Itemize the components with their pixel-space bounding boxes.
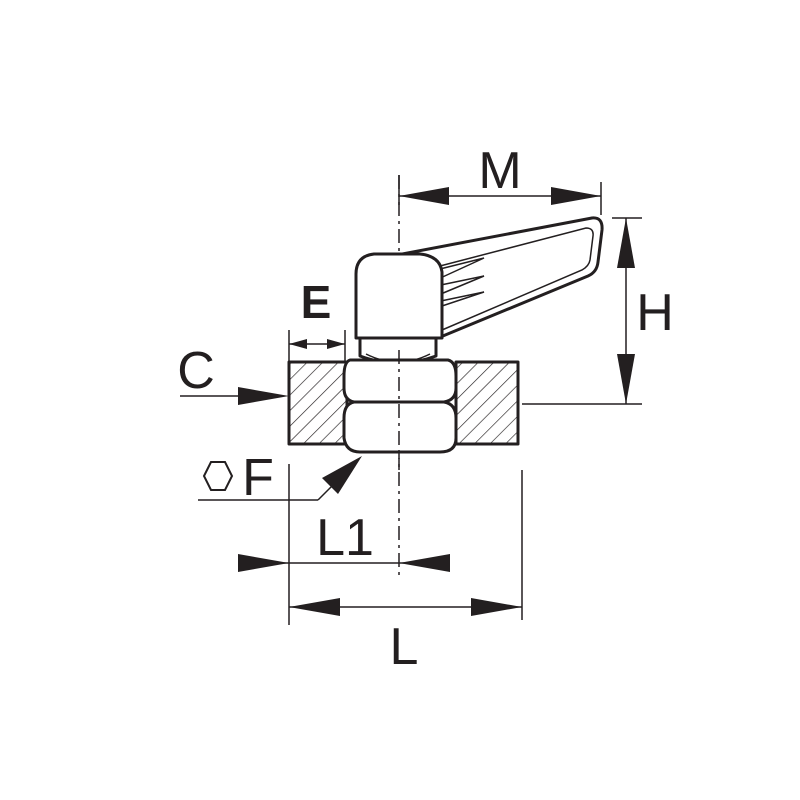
dim-e-label: E xyxy=(301,276,332,328)
dim-m-label: M xyxy=(478,142,521,200)
dim-l1-arrow-left xyxy=(238,554,289,572)
dim-l-label: L xyxy=(390,618,419,676)
left-thread xyxy=(287,360,349,446)
dim-c-arrow xyxy=(238,387,289,405)
right-thread xyxy=(454,360,520,446)
dim-f-label: F xyxy=(242,449,274,507)
dim-h-arrow-bottom xyxy=(617,354,635,404)
dim-f-arrow xyxy=(322,456,362,494)
dim-m-arrow-left xyxy=(399,187,449,205)
dim-c-label: C xyxy=(177,342,215,400)
valve-body-upper-hex xyxy=(342,358,458,404)
stem-cap xyxy=(354,252,444,340)
dim-l1-arrow-right xyxy=(399,554,450,572)
dim-l1-label: L1 xyxy=(316,509,374,567)
dim-e-arrow-right xyxy=(327,339,345,349)
dim-m-arrow-right xyxy=(551,187,601,205)
dim-e-arrow-left xyxy=(289,339,307,349)
lever-grip-lines xyxy=(435,257,485,309)
dim-h-arrow-top xyxy=(617,218,635,268)
dim-h-label: H xyxy=(636,284,674,342)
valve-lever-inner-edge xyxy=(439,227,594,331)
dim-l-arrow-left xyxy=(289,598,340,616)
valve-body-lower-hex xyxy=(342,400,458,454)
dim-l-arrow-right xyxy=(471,598,522,616)
hexagon-icon xyxy=(202,461,234,491)
